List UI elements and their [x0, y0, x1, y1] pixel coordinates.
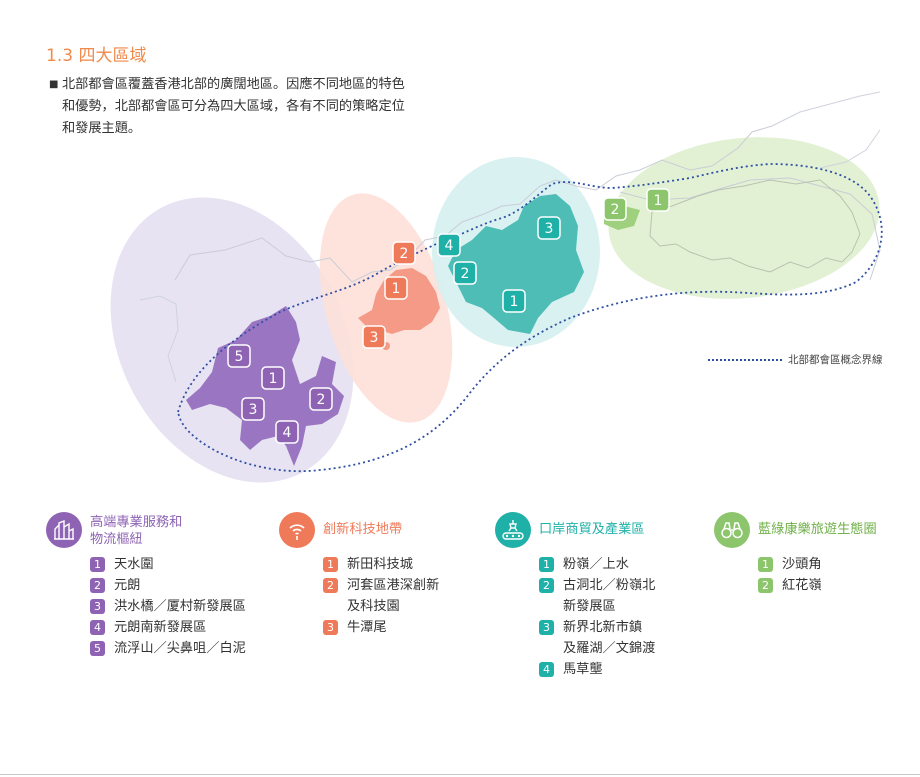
svg-text:3: 3 [249, 402, 258, 418]
map-marker-teal-2: 2 [453, 261, 477, 285]
boundary-legend: 北部都會區概念界線 [708, 352, 883, 367]
intro-line: 和發展主題。 [62, 121, 142, 136]
map-marker-green-2: 2 [603, 197, 627, 221]
map-marker-purple-5: 5 [227, 344, 251, 368]
map-marker-green-1: 1 [646, 188, 670, 212]
svg-text:2: 2 [400, 246, 409, 262]
binoculars-icon [714, 512, 750, 548]
zone-title: 藍綠康樂旅遊生態圈 [758, 522, 877, 537]
svg-text:1: 1 [269, 371, 278, 387]
svg-text:5: 5 [235, 349, 244, 365]
map-marker-coral-2: 2 [392, 241, 416, 265]
svg-text:3: 3 [370, 330, 379, 346]
svg-text:1: 1 [654, 193, 663, 209]
background-coastline [174, 125, 881, 283]
map-marker-purple-2: 2 [309, 387, 333, 411]
zone-title: 創新科技地帶 [323, 522, 403, 537]
conveyor-robot-icon [495, 512, 531, 548]
boundary-legend-label: 北部都會區概念界線 [788, 354, 883, 366]
svg-text:1: 1 [392, 281, 401, 297]
green-zone-land [649, 179, 861, 273]
map-marker-teal-3: 3 [537, 216, 561, 240]
svg-text:2: 2 [461, 266, 470, 282]
dotted-line-swatch [708, 358, 782, 361]
svg-text:2: 2 [611, 202, 620, 218]
green-markers: 2 1 [603, 188, 670, 221]
svg-text:2: 2 [317, 392, 326, 408]
concept-boundary-line [177, 163, 883, 473]
background-coastline-detail [139, 91, 881, 383]
map-marker-purple-3: 3 [241, 397, 265, 421]
wifi-signal-icon [279, 512, 315, 548]
bullet-icon: ■ [49, 79, 59, 90]
svg-text:4: 4 [283, 425, 292, 441]
zone-ellipse-green [608, 137, 880, 299]
intro-line: 北部都會區覆蓋香港北部的廣闊地區。因應不同地區的特色 [62, 77, 405, 92]
purple-markers: 5 1 3 2 4 [227, 344, 333, 444]
intro-line: 和優勢，北部都會區可分為四大區域，各有不同的策略定位 [62, 99, 405, 114]
coral-zone-land [358, 268, 440, 334]
city-buildings-icon [46, 512, 82, 548]
bottom-divider [0, 774, 920, 775]
zone-title: 口岸商貿及產業區 [539, 522, 645, 537]
map-marker-purple-1: 1 [261, 366, 285, 390]
map-marker-teal-4: 4 [437, 233, 461, 257]
svg-text:3: 3 [545, 221, 554, 237]
map-marker-purple-4: 4 [275, 420, 299, 444]
section-heading: 1.3 四大區域 [46, 46, 147, 66]
svg-text:1: 1 [510, 294, 519, 310]
map-marker-coral-1: 1 [384, 276, 408, 300]
svg-text:4: 4 [445, 238, 454, 254]
intro-paragraph: ■ 北部都會區覆蓋香港北部的廣闊地區。因應不同地區的特色 和優勢，北部都會區可分… [49, 74, 470, 140]
zone-title: 高端專業服務和 物流樞紐 [90, 515, 183, 547]
teal-markers: 4 3 2 1 [437, 216, 561, 313]
coral-markers: 2 1 3 [362, 241, 416, 349]
north-metropolis-map: 5 1 3 2 4 2 1 3 4 3 2 1 2 1 [110, 91, 883, 483]
map-marker-teal-1: 1 [502, 289, 526, 313]
map-marker-coral-3: 3 [362, 325, 386, 349]
